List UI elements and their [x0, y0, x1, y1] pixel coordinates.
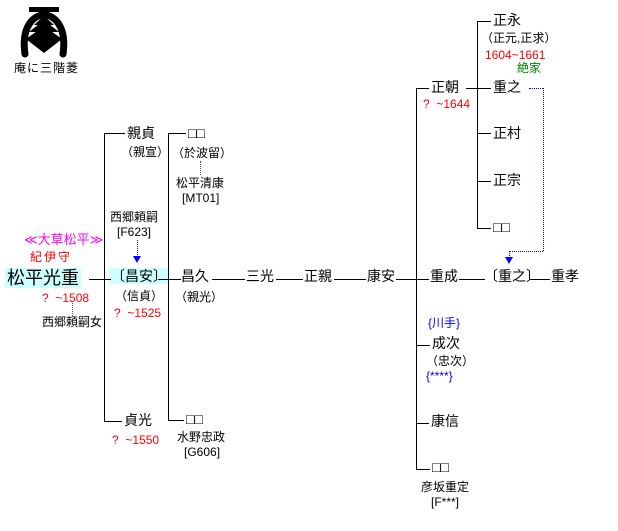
person-hikosaka-spouse: 彦坂重定 [421, 480, 470, 494]
person-mizuno-spouse: 水野忠政 [177, 430, 226, 444]
adoption-line [529, 88, 543, 89]
person-masanaga-alias: （正元,正求） [481, 31, 557, 45]
adoption-line [137, 240, 138, 257]
connector-line [276, 279, 303, 280]
children-bracket-line [416, 88, 417, 469]
person-masahisa-alias: （親光） [175, 290, 224, 304]
branch-label-kawate: {川手} [428, 316, 461, 330]
connector-line [477, 181, 491, 182]
connector-line [168, 420, 184, 421]
children-bracket-line [477, 21, 478, 229]
person-daughter-oharu-alias: （於波留） [172, 146, 233, 160]
person-oharu-spouse: 松平清康 [176, 176, 225, 190]
adoption-arrow-icon [133, 256, 141, 263]
person-mitsushige-wife: 西郷頼嗣女 [42, 315, 103, 329]
person-chikasada: 親貞 [127, 125, 155, 141]
connector-line [168, 133, 186, 134]
crest-label: 庵に三階菱 [14, 61, 80, 75]
person-mitsushige-title: 紀伊守 [30, 250, 73, 264]
person-son-unnamed: □□ [493, 219, 510, 235]
person-mitsushige-dates: ? ~1508 [42, 291, 90, 305]
person-masamura: 正村 [493, 125, 521, 141]
adoption-line [509, 251, 543, 252]
person-masayasu-dates: ? ~1525 [114, 306, 162, 320]
person-shigetaka: 重孝 [551, 268, 579, 284]
connector-line [416, 469, 430, 470]
person-saigo-yoritsugu-code: [F623] [117, 225, 152, 239]
person-chikasada-alias: （親宣） [121, 145, 170, 159]
connector-line [529, 279, 550, 280]
connector-line [89, 279, 111, 280]
person-daughter-hikosaka: □□ [432, 459, 449, 475]
person-narutsugu-alias: （忠次） [426, 354, 475, 368]
person-narutsugu: 成次 [432, 335, 460, 351]
connector-line [477, 21, 491, 22]
adoption-arrow-icon [505, 257, 513, 264]
person-masanaga-dates: 1604~1661 [485, 48, 546, 62]
connector-line [477, 228, 491, 229]
adoption-line [509, 251, 510, 258]
connector-line [466, 88, 491, 89]
connector-line [459, 279, 485, 280]
person-masanaga: 正永 [493, 12, 521, 28]
connector-line [104, 133, 125, 134]
marriage-dotted-line [72, 303, 73, 316]
person-sadamitsu-dates: ? ~1550 [112, 433, 160, 447]
children-bracket-line [168, 133, 169, 420]
adoption-line [543, 88, 544, 251]
person-masayasu-alias: （信貞） [115, 289, 164, 303]
marriage-dotted-line [200, 161, 201, 175]
person-shigeyuki: 重之 [493, 79, 521, 95]
person-shigeyuki-adopted: 〔重之〕 [484, 268, 540, 284]
person-masatomo-dates: ? ~1644 [423, 97, 471, 111]
person-oharu-spouse-code: [MT01] [182, 191, 220, 205]
person-yasuyasu: 康安 [367, 268, 395, 284]
person-saigo-yoritsugu: 西郷頼嗣 [110, 210, 159, 224]
connector-line [416, 88, 429, 89]
person-shigenari: 重成 [430, 268, 458, 284]
connector-line [396, 279, 429, 280]
person-daughter-mizuno: □□ [186, 411, 203, 427]
connector-line [212, 279, 245, 280]
person-mizuno-spouse-code: [G606] [184, 445, 221, 459]
person-hikosaka-spouse-code: [F***] [431, 495, 460, 509]
person-daughter-oharu: □□ [188, 125, 205, 141]
connector-line [416, 345, 430, 346]
person-masatomo: 正朝 [431, 79, 459, 95]
connector-line [416, 423, 429, 424]
person-mitsumitsu: 三光 [246, 268, 274, 284]
person-yasunobu: 康信 [431, 413, 459, 429]
person-masahisa: 昌久 [181, 268, 209, 284]
connector-line [334, 279, 366, 280]
children-bracket-line [104, 133, 105, 421]
person-masayasu: 〔昌安〕 [109, 268, 169, 284]
lineage-label: ≪大草松平≫ [24, 232, 104, 247]
person-sadamitsu: 貞光 [124, 412, 152, 428]
person-masachika: 正親 [304, 268, 332, 284]
connector-line [477, 133, 491, 134]
connector-line [104, 421, 122, 422]
person-mitsushige: 松平光重 [5, 268, 81, 288]
person-masamune: 正宗 [493, 172, 521, 188]
family-crest-icon [20, 7, 68, 58]
connector-line [158, 279, 181, 280]
branch-code: {****} [426, 369, 453, 383]
extinct-family-label: 絶家 [517, 61, 542, 75]
